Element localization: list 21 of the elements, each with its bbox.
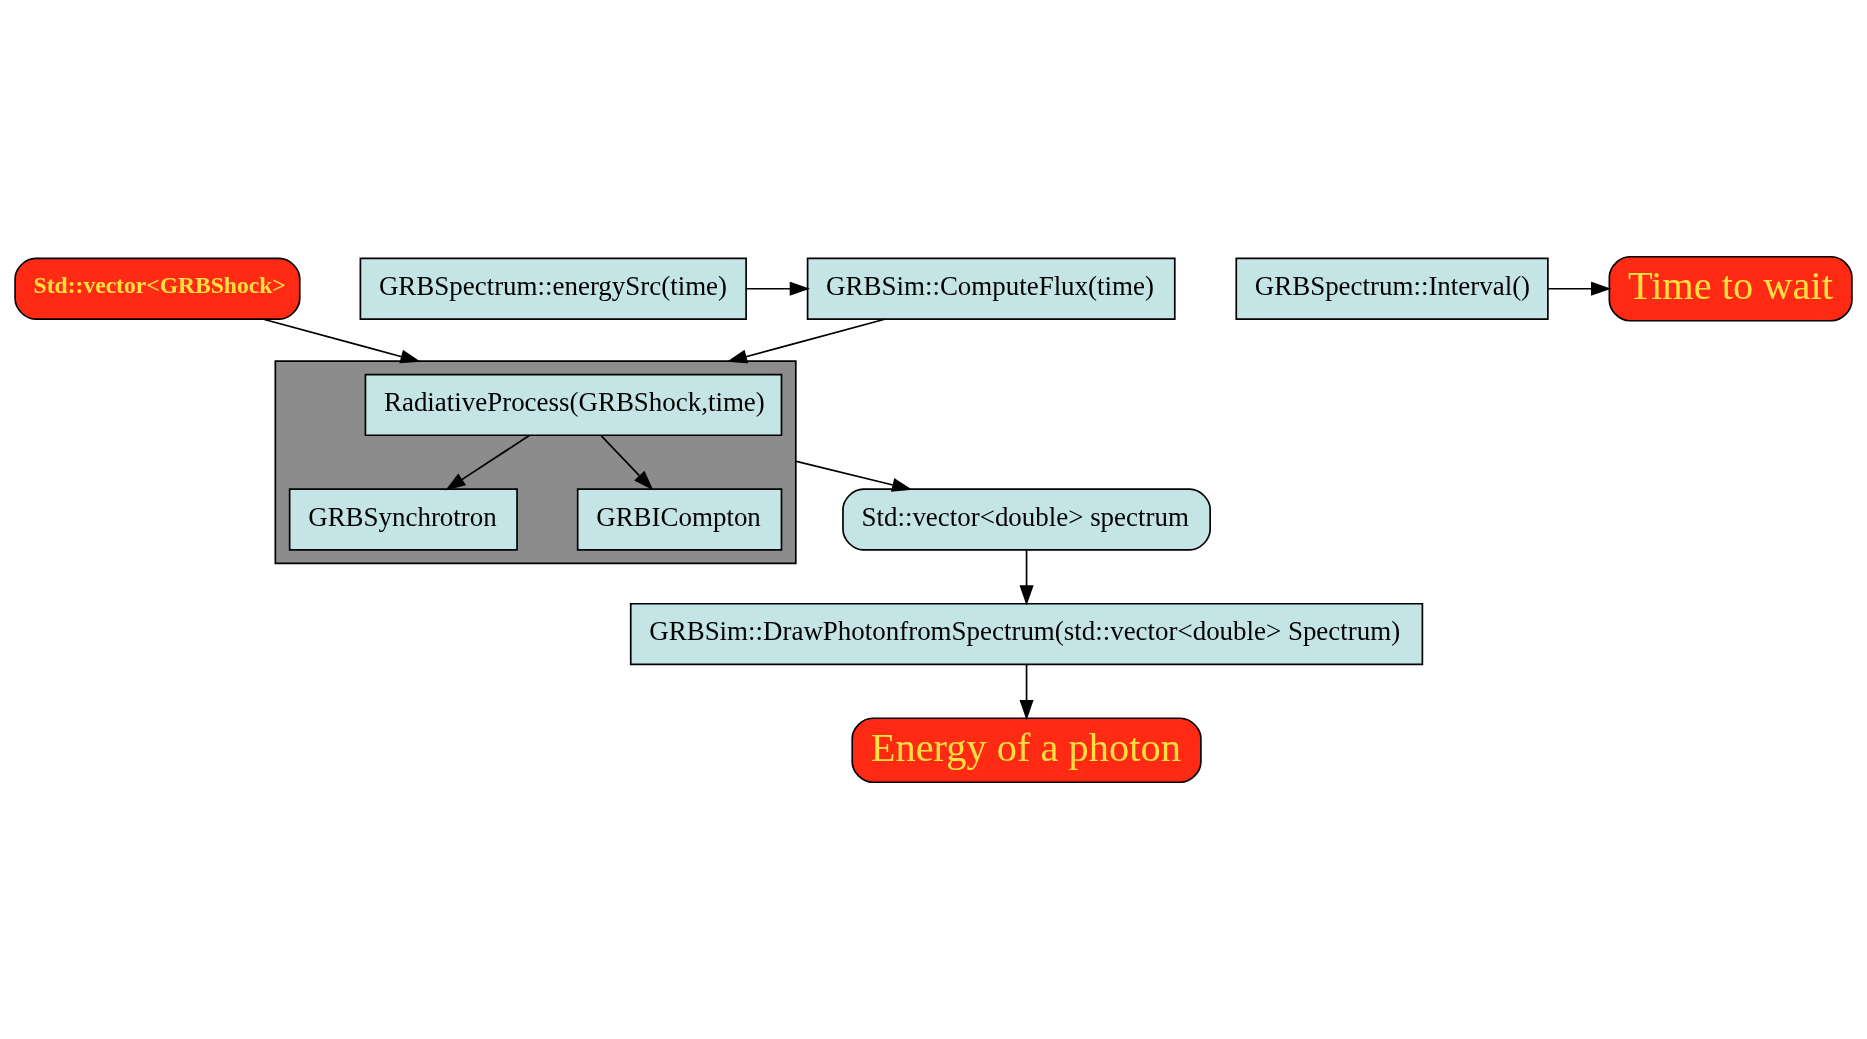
node-box: GRBICompton xyxy=(576,488,783,551)
arrow xyxy=(600,435,654,491)
arrow xyxy=(1019,549,1034,606)
arrow xyxy=(1019,663,1034,721)
node-box: GRBSpectrum::Interval() xyxy=(1235,257,1549,320)
node-box: GRBSynchrotron xyxy=(288,488,518,551)
node-box: Energy of a photon xyxy=(851,717,1202,784)
node-box: Std::vector<double> spectrum xyxy=(842,488,1211,551)
arrow xyxy=(445,434,531,491)
node-box: GRBSpectrum::energySrc(time) xyxy=(359,257,747,320)
node-box: Std::vector<GRBShock> xyxy=(14,257,301,320)
arrow xyxy=(1547,281,1612,296)
node-box: Time to wait xyxy=(1608,255,1853,322)
arrow xyxy=(262,318,421,364)
arrow xyxy=(726,318,886,364)
node-box: RadiativeProcess(GRBShock,time) xyxy=(364,373,783,437)
arrow xyxy=(745,281,810,296)
cluster xyxy=(274,360,797,565)
node-box: GRBSim::DrawPhotonfromSpectrum(std::vector<double> Spectrum) xyxy=(629,602,1424,666)
arrow xyxy=(794,460,913,492)
node-box: GRBSim::ComputeFlux(time) xyxy=(806,257,1176,320)
